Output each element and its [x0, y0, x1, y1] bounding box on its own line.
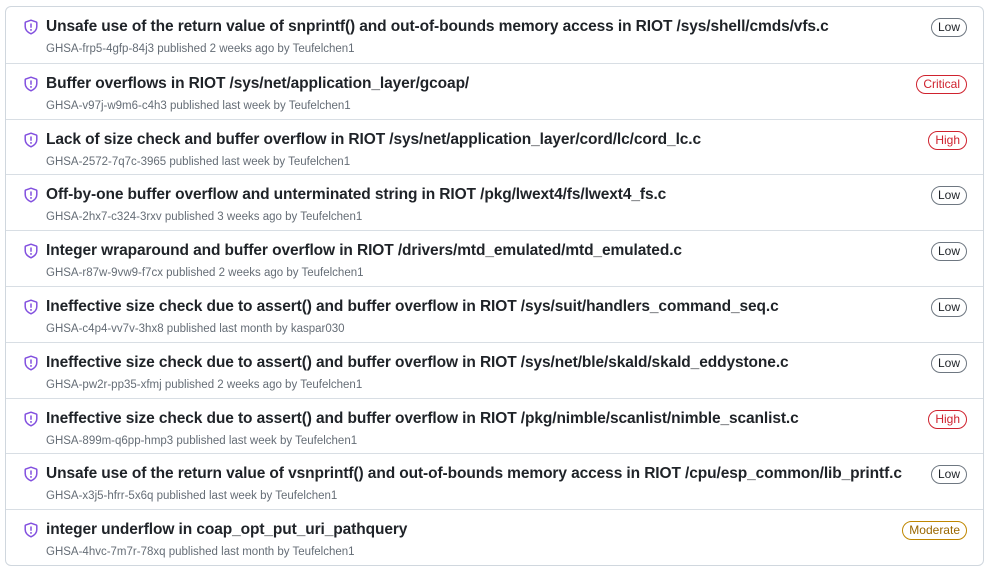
advisory-ghsa-id: GHSA-v97j-w9m6-c4h3	[46, 99, 167, 112]
shield-alert-icon	[23, 19, 39, 35]
advisory-published-text: published 2 weeks ago by	[161, 378, 301, 391]
severity-badge: Low	[930, 297, 967, 317]
severity-badge: Low	[930, 353, 967, 373]
advisory-published-text: published last week by	[166, 99, 289, 112]
advisory-meta: GHSA-frp5-4gfp-84j3 published 2 weeks ag…	[46, 41, 883, 57]
advisory-title-link[interactable]: Lack of size check and buffer overflow i…	[46, 130, 702, 148]
advisory-title-link[interactable]: Buffer overflows in RIOT /sys/net/applic…	[46, 74, 470, 92]
advisory-content: Unsafe use of the return value of snprin…	[46, 17, 883, 57]
advisory-row: Buffer overflows in RIOT /sys/net/applic…	[6, 62, 983, 119]
shield-alert-icon	[23, 243, 39, 259]
advisory-title-link[interactable]: Unsafe use of the return value of snprin…	[46, 18, 829, 35]
advisory-title-link[interactable]: Integer wraparound and buffer overflow i…	[46, 242, 682, 260]
shield-alert-icon	[23, 76, 39, 92]
advisory-author-link[interactable]: Teufelchen1	[292, 43, 355, 55]
advisory-meta: GHSA-2hx7-c324-3rxv published 3 weeks ag…	[46, 209, 883, 225]
shield-alert-icon	[23, 355, 39, 371]
shield-alert-icon	[23, 299, 39, 315]
advisory-meta: GHSA-r87w-9vw9-f7cx published 2 weeks ag…	[46, 265, 883, 281]
advisory-author-link[interactable]: Teufelchen1	[275, 490, 338, 503]
advisory-row: Integer wraparound and buffer overflow i…	[6, 230, 983, 286]
shield-alert-icon	[23, 411, 39, 427]
shield-alert-icon	[23, 187, 39, 203]
advisory-meta: GHSA-4hvc-7m7r-78xq published last month…	[46, 544, 883, 560]
advisory-published-text: published last week by	[173, 434, 296, 447]
severity-badge: Low	[930, 18, 967, 37]
advisory-title-link[interactable]: integer underflow in coap_opt_put_uri_pa…	[46, 521, 408, 539]
shield-alert-icon	[23, 466, 39, 482]
advisory-content: Unsafe use of the return value of vsnpri…	[46, 464, 902, 504]
shield-alert-icon	[23, 522, 39, 538]
advisory-list: Unsafe use of the return value of snprin…	[5, 6, 984, 566]
advisory-title-link[interactable]: Ineffective size check due to assert() a…	[46, 409, 799, 427]
advisory-row: Lack of size check and buffer overflow i…	[6, 118, 983, 175]
advisory-ghsa-id: GHSA-c4p4-vv7v-3hx8	[46, 322, 164, 335]
advisory-row: Ineffective size check due to assert() a…	[6, 341, 983, 398]
advisory-ghsa-id: GHSA-2hx7-c324-3rxv	[46, 211, 162, 224]
advisory-published-text: published last month by	[165, 546, 293, 559]
advisory-published-text: published last month by	[163, 322, 291, 335]
advisory-title-link[interactable]: Ineffective size check due to assert() a…	[46, 297, 779, 315]
shield-alert-icon	[23, 132, 39, 148]
advisory-title-link[interactable]: Ineffective size check due to assert() a…	[46, 353, 789, 371]
advisory-content: Integer wraparound and buffer overflow i…	[46, 241, 883, 281]
severity-badge: Low	[930, 465, 967, 485]
advisory-content: Ineffective size check due to assert() a…	[46, 297, 883, 337]
severity-badge: Low	[930, 242, 967, 262]
advisory-published-text: published last week by	[166, 155, 289, 168]
severity-badge: High	[928, 130, 967, 150]
advisory-meta: GHSA-pw2r-pp35-xfmj published 2 weeks ag…	[46, 377, 883, 393]
advisory-ghsa-id: GHSA-2572-7q7c-3965	[46, 155, 167, 168]
advisory-ghsa-id: GHSA-frp5-4gfp-84j3	[46, 43, 155, 55]
advisory-row: Ineffective size check due to assert() a…	[6, 397, 983, 454]
advisory-published-text: published last week by	[153, 490, 276, 503]
advisory-author-link[interactable]: Teufelchen1	[300, 211, 363, 224]
advisory-title-link[interactable]: Off-by-one buffer overflow and untermina…	[46, 186, 667, 204]
advisory-author-link[interactable]: Teufelchen1	[301, 267, 364, 280]
advisory-meta: GHSA-v97j-w9m6-c4h3 published last week …	[46, 98, 883, 114]
advisory-author-link[interactable]: Teufelchen1	[295, 434, 358, 447]
advisory-meta: GHSA-c4p4-vv7v-3hx8 published last month…	[46, 321, 883, 337]
advisory-ghsa-id: GHSA-x3j5-hfrr-5x6q	[46, 490, 154, 503]
severity-badge: Critical	[916, 74, 967, 94]
severity-badge: Low	[930, 186, 967, 206]
advisory-published-text: published 2 weeks ago by	[154, 43, 293, 55]
advisory-content: Ineffective size check due to assert() a…	[46, 353, 883, 393]
severity-badge: Moderate	[902, 521, 967, 541]
advisory-author-link[interactable]: Teufelchen1	[292, 546, 355, 559]
advisory-meta: GHSA-2572-7q7c-3965 published last week …	[46, 154, 883, 170]
advisory-author-link[interactable]: Teufelchen1	[288, 99, 351, 112]
advisory-content: integer underflow in coap_opt_put_uri_pa…	[46, 520, 883, 560]
advisory-content: Off-by-one buffer overflow and untermina…	[46, 185, 883, 225]
advisory-author-link[interactable]: Teufelchen1	[288, 155, 351, 168]
advisory-author-link[interactable]: Teufelchen1	[300, 378, 363, 391]
advisory-ghsa-id: GHSA-r87w-9vw9-f7cx	[46, 267, 163, 280]
advisory-content: Buffer overflows in RIOT /sys/net/applic…	[46, 74, 883, 114]
advisory-published-text: published 2 weeks ago by	[162, 267, 302, 280]
advisory-content: Ineffective size check due to assert() a…	[46, 409, 883, 449]
advisory-ghsa-id: GHSA-pw2r-pp35-xfmj	[46, 378, 162, 391]
advisory-row: Ineffective size check due to assert() a…	[6, 285, 983, 342]
severity-badge: High	[928, 409, 967, 429]
advisory-meta: GHSA-899m-q6pp-hmp3 published last week …	[46, 433, 883, 449]
advisory-row: Unsafe use of the return value of snprin…	[6, 7, 983, 63]
advisory-published-text: published 3 weeks ago by	[161, 211, 301, 224]
advisory-row: integer underflow in coap_opt_put_uri_pa…	[6, 509, 983, 565]
advisory-row: Unsafe use of the return value of vsnpri…	[6, 453, 983, 509]
advisory-row: Off-by-one buffer overflow and untermina…	[6, 174, 983, 230]
advisory-author-link[interactable]: kaspar030	[290, 322, 345, 335]
advisory-meta: GHSA-x3j5-hfrr-5x6q published last week …	[46, 488, 883, 504]
advisory-ghsa-id: GHSA-4hvc-7m7r-78xq	[46, 546, 166, 559]
advisory-title-link[interactable]: Unsafe use of the return value of vsnpri…	[46, 465, 902, 483]
advisory-ghsa-id: GHSA-899m-q6pp-hmp3	[46, 434, 174, 447]
advisory-content: Lack of size check and buffer overflow i…	[46, 130, 883, 170]
